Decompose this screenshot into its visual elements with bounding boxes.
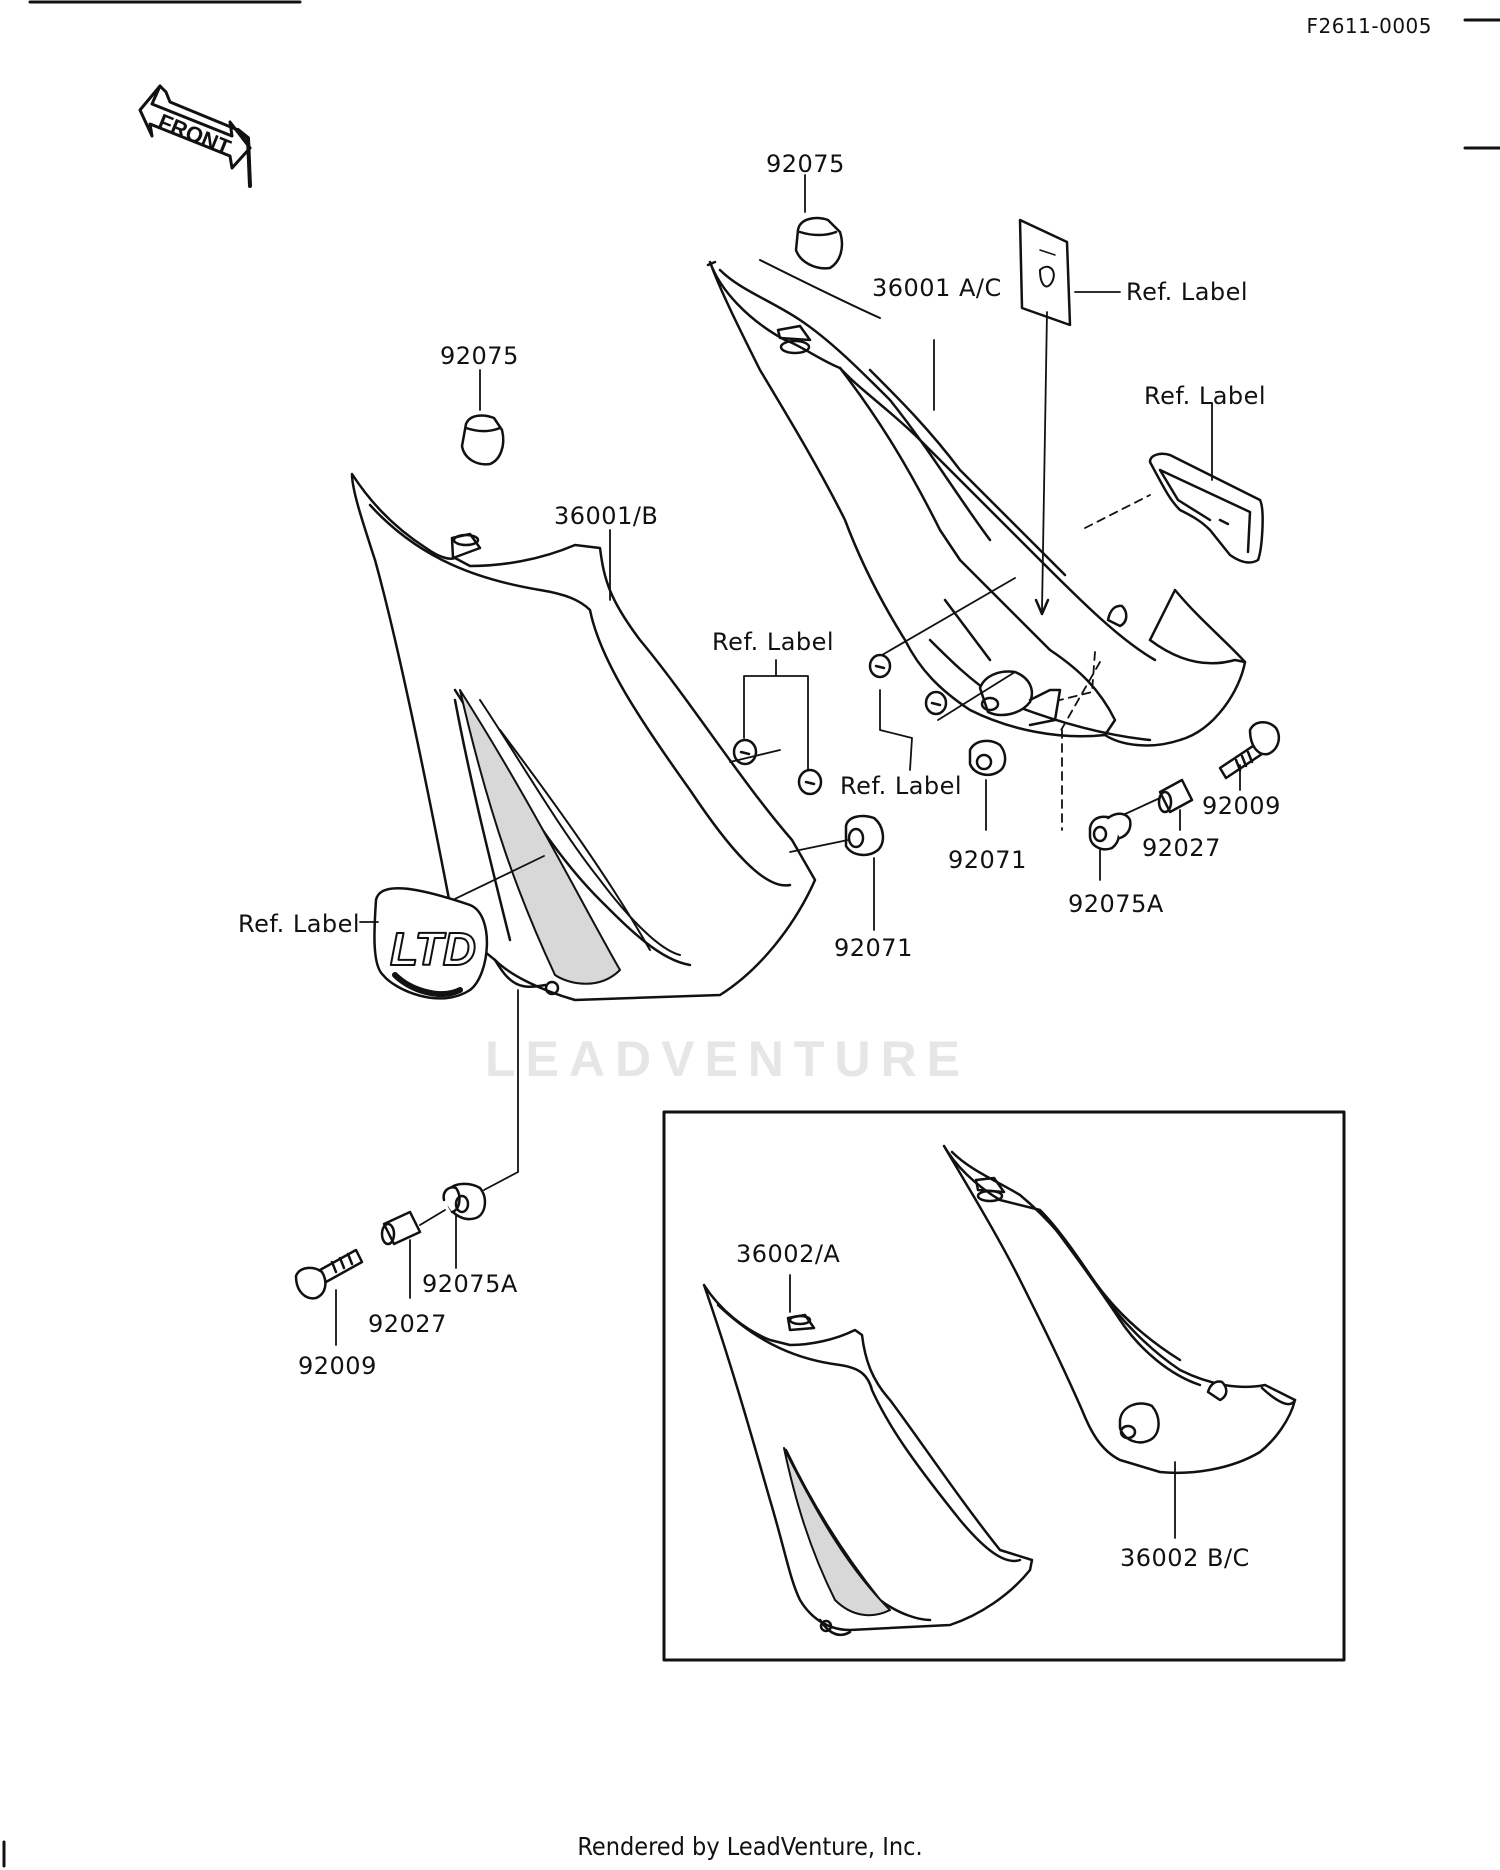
label-ref-pad: Ref. Label xyxy=(1144,382,1267,410)
label-ref-sticker: Ref. Label xyxy=(1126,278,1249,306)
label-36001ac: 36001 A/C xyxy=(872,274,1002,302)
label-92009-right: 92009 xyxy=(1202,792,1281,820)
label-92071-left: 92071 xyxy=(834,934,913,962)
grommet-92075a-left xyxy=(442,1182,487,1269)
label-92075a-left: 92075A xyxy=(422,1270,518,1298)
bolt-92009-left xyxy=(294,1248,364,1346)
label-92027-left: 92027 xyxy=(368,1310,447,1338)
front-arrow-label: FRONT xyxy=(155,109,235,161)
label-36002bc: 36002 B/C xyxy=(1120,1544,1250,1572)
label-92075-top: 92075 xyxy=(766,150,845,178)
bush-92071-left xyxy=(789,814,885,931)
emblem-text: LTD xyxy=(390,923,476,975)
bolt-92009-right xyxy=(1218,721,1280,791)
bush-right xyxy=(978,670,1062,727)
grommet-92075-left xyxy=(460,369,505,466)
label-92075-left: 92075 xyxy=(440,342,519,370)
collar-92027-left xyxy=(380,1209,446,1299)
washers-left xyxy=(729,659,823,796)
grommet-92075a-right xyxy=(1088,812,1132,881)
washers-right xyxy=(868,577,1016,771)
label-92071-right: 92071 xyxy=(948,846,1027,874)
label-36001b: 36001/B xyxy=(554,502,659,530)
side-cover-36002a xyxy=(702,1274,1034,1637)
label-92009-left: 92009 xyxy=(298,1352,377,1380)
watermark: LEADVENTURE xyxy=(485,1031,971,1087)
grommet-92075-top xyxy=(794,174,844,270)
diagram-code: F2611-0005 xyxy=(1306,14,1432,38)
footer-credit: Rendered by LeadVenture, Inc. xyxy=(577,1832,923,1861)
side-cover-right-36001ac xyxy=(706,259,1247,747)
side-cover-36002bc xyxy=(942,1144,1297,1539)
variant-box xyxy=(662,1110,1346,1662)
label-ref-emblem: Ref. Label xyxy=(238,910,361,938)
label-36002a: 36002/A xyxy=(736,1240,841,1268)
label-ref-washers-right: Ref. Label xyxy=(840,772,963,800)
ltd-emblem: LTD xyxy=(373,887,489,1000)
warning-sticker xyxy=(1018,218,1121,616)
bush-92071-right xyxy=(968,739,1007,831)
label-92027-right: 92027 xyxy=(1142,834,1221,862)
label-92075a-right: 92075A xyxy=(1068,890,1164,918)
rubber-pad xyxy=(1084,402,1264,564)
front-arrow-icon: FRONT xyxy=(138,84,252,188)
side-cover-left-36001b xyxy=(350,472,817,1002)
label-ref-washers-left: Ref. Label xyxy=(712,628,835,656)
